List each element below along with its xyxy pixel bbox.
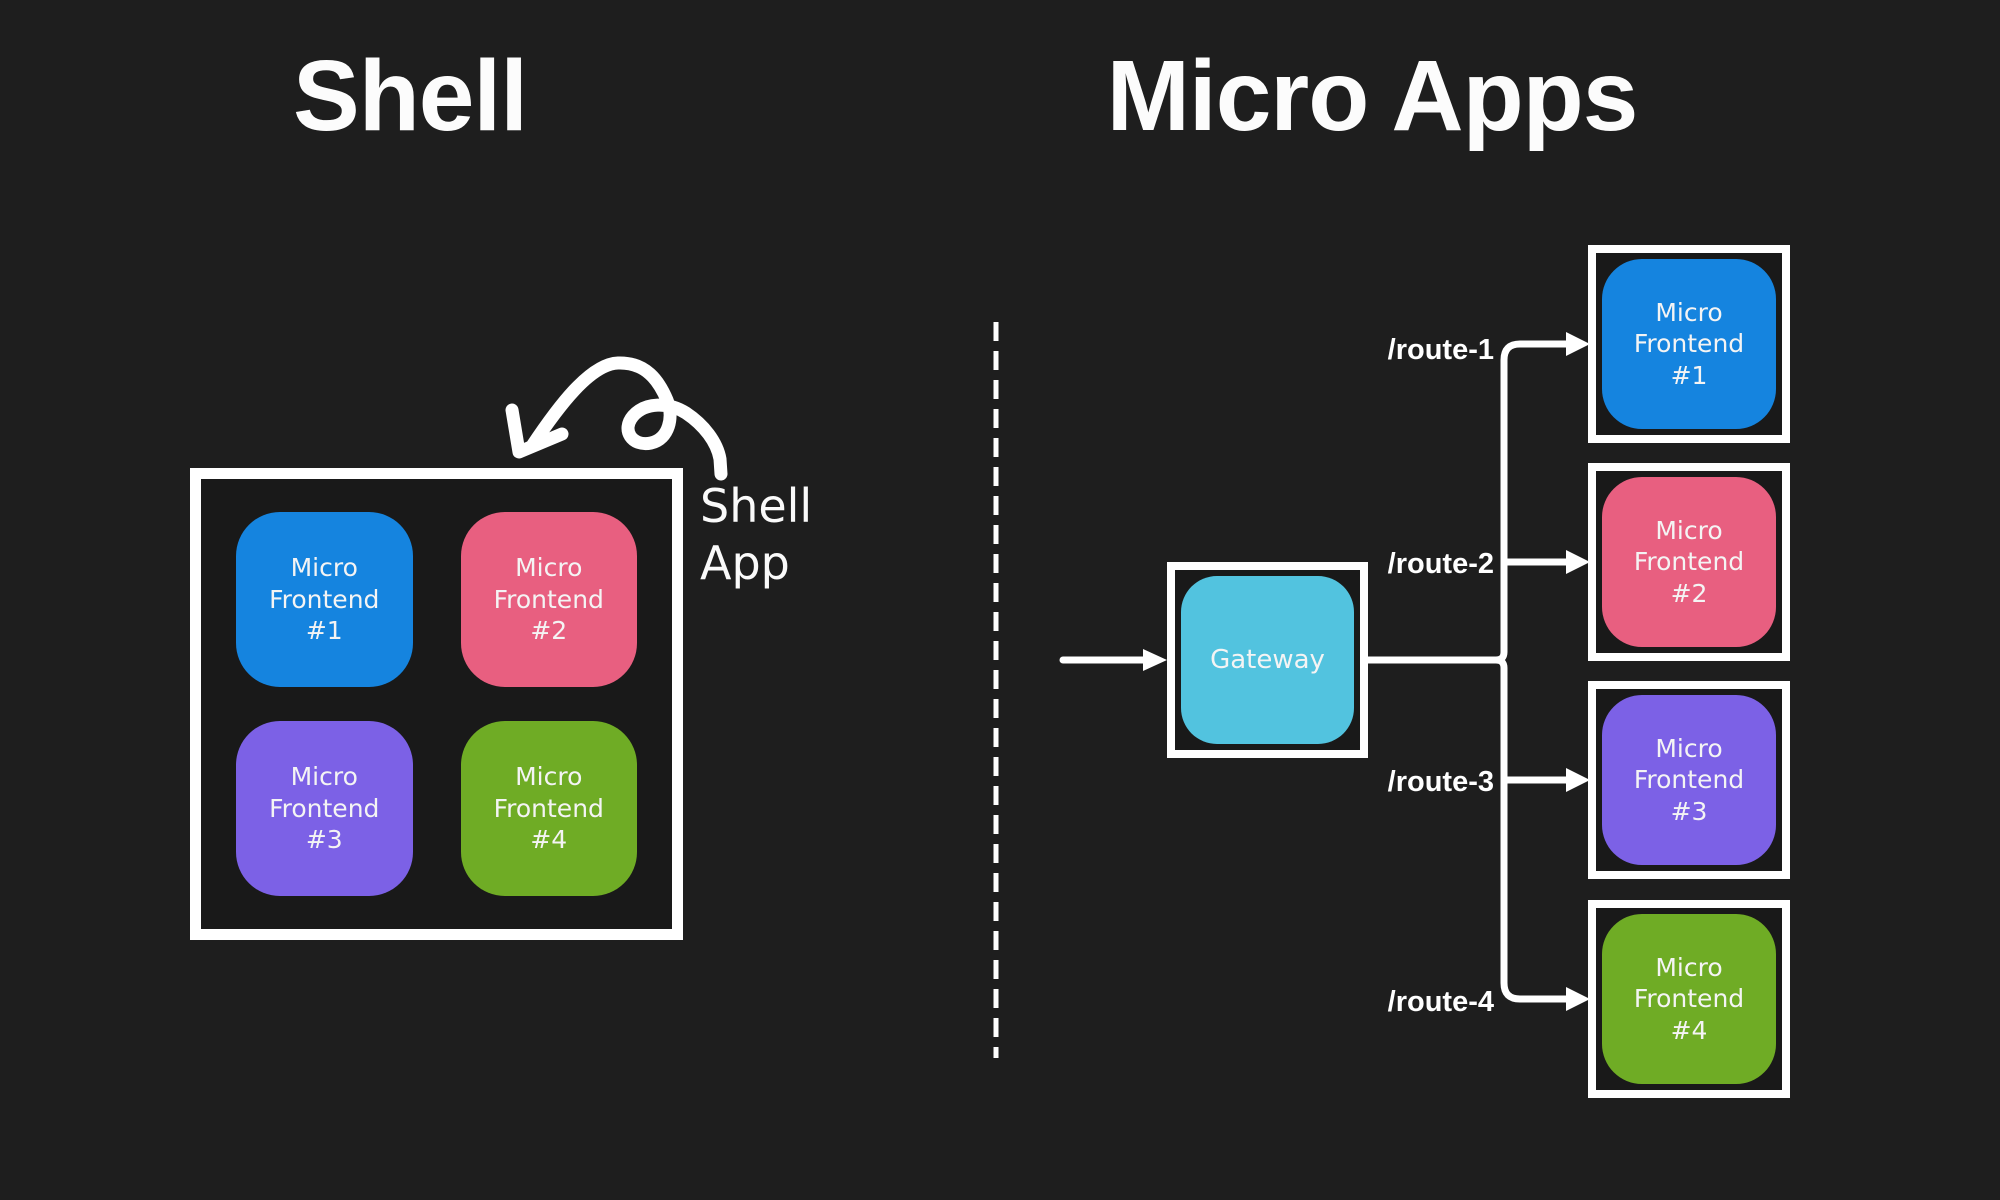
shell-app-frame: Micro Frontend #1 Micro Frontend #2 Micr… <box>190 468 683 940</box>
gateway-inbound-arrow <box>1059 649 1167 671</box>
shell-tile-micro-frontend-4: Micro Frontend #4 <box>460 721 637 896</box>
shell-title: Shell <box>293 40 528 152</box>
route-2-arrowhead <box>1566 550 1590 574</box>
route-1-label: /route-1 <box>1387 334 1494 366</box>
shell-tile-micro-frontend-1: Micro Frontend #1 <box>236 512 413 687</box>
route-1-arrowhead <box>1566 332 1590 356</box>
route-4-arrowhead <box>1566 987 1590 1011</box>
curved-arrow <box>505 356 728 481</box>
route-3-label: /route-3 <box>1387 766 1494 798</box>
micro-frontend-3-tile: Micro Frontend #3 <box>1602 695 1776 865</box>
micro-frontend-2-tile: Micro Frontend #2 <box>1602 477 1776 647</box>
micro-frontend-4-tile: Micro Frontend #4 <box>1602 914 1776 1084</box>
shell-tile-micro-frontend-3: Micro Frontend #3 <box>236 721 413 896</box>
micro-frontend-1-tile: Micro Frontend #1 <box>1602 259 1776 429</box>
route-2-label: /route-2 <box>1387 548 1494 580</box>
route-3-arrowhead <box>1566 768 1590 792</box>
route-connector-lines <box>1364 332 1590 1011</box>
micro-apps-title: Micro Apps <box>1106 40 1639 152</box>
micro-frontend-4-frame: Micro Frontend #4 <box>1588 900 1790 1098</box>
shell-app-annotation: Shell App <box>700 479 813 591</box>
shell-tile-micro-frontend-2: Micro Frontend #2 <box>460 512 637 687</box>
gateway-frame: Gateway <box>1167 562 1368 758</box>
micro-frontend-3-frame: Micro Frontend #3 <box>1588 681 1790 879</box>
route-4-label: /route-4 <box>1387 986 1494 1018</box>
micro-frontend-1-frame: Micro Frontend #1 <box>1588 245 1790 443</box>
gateway-tile: Gateway <box>1181 576 1354 744</box>
micro-frontend-2-frame: Micro Frontend #2 <box>1588 463 1790 661</box>
